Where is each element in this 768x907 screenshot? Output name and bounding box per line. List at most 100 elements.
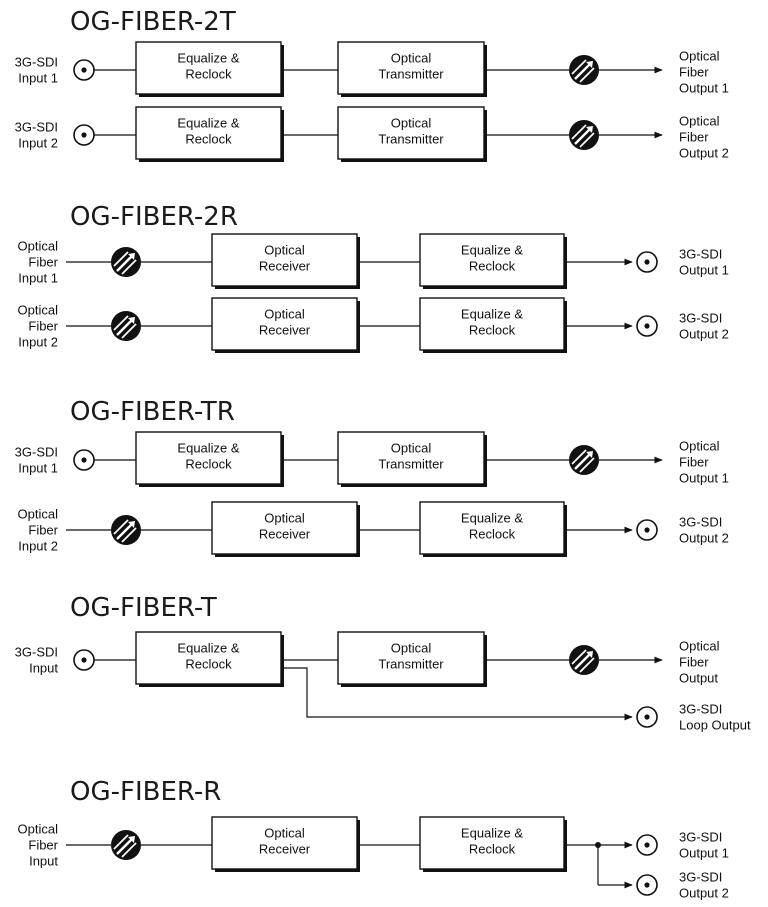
box-optical-transmitter-label-line: Transmitter [378, 457, 444, 472]
output-label-line: Output 1 [679, 471, 729, 486]
input-label-line: 3G-SDI [15, 120, 58, 135]
section-title: OG-FIBER-2T [70, 7, 236, 37]
box-optical-transmitter-label-line: Transmitter [378, 657, 444, 672]
input-label-line: Input [29, 854, 58, 869]
output-label-line: 3G-SDI [679, 311, 722, 326]
box-equalize-reclock-label-line: Equalize & [177, 441, 239, 456]
output-label-line: Output 2 [679, 146, 729, 161]
bnc-output-icon [636, 834, 658, 856]
box-optical-receiver-label-line: Receiver [259, 323, 311, 338]
box-equalize-reclock-label-line: Equalize & [177, 51, 239, 66]
input-label-line: Input 1 [18, 461, 58, 476]
bnc-output-icon [636, 251, 658, 273]
box-optical-receiver-rect [211, 816, 358, 870]
fiber-output-icon [567, 443, 601, 477]
input-label-line: Input 1 [18, 71, 58, 86]
section-title: OG-FIBER-R [70, 777, 221, 807]
fiber-input-icon [109, 309, 143, 343]
box-optical-transmitter-rect [337, 431, 485, 485]
box-equalize-reclock-label-line: Equalize & [461, 307, 523, 322]
input-label-line: Input [29, 661, 58, 676]
box-optical-transmitter-label-line: Transmitter [378, 67, 444, 82]
output-label-line: Output [679, 671, 718, 686]
input-label-line: Fiber [28, 319, 58, 334]
bnc-loop-output-icon [636, 706, 658, 728]
fiber-input-icon [109, 245, 143, 279]
output-label-line: Output 1 [679, 263, 729, 278]
bnc-output-icon [636, 874, 658, 896]
box-optical-receiver-rect [211, 233, 358, 287]
input-label-line: Input 2 [18, 136, 58, 151]
box-equalize-reclock-label-line: Equalize & [177, 641, 239, 656]
input-label-line: Input 1 [18, 271, 58, 286]
input-label-line: Optical [18, 303, 59, 318]
section-title: OG-FIBER-T [70, 593, 217, 623]
box-equalize-reclock: Equalize &Reclock [135, 41, 284, 97]
box-equalize-reclock-label-line: Reclock [469, 842, 516, 857]
box-optical-transmitter-label-line: Optical [391, 441, 432, 456]
box-equalize-reclock-label-line: Equalize & [461, 511, 523, 526]
box-optical-transmitter-label-line: Optical [391, 51, 432, 66]
box-equalize-reclock-rect [419, 816, 565, 870]
input-label-line: Optical [18, 507, 59, 522]
output-label-line: Output 2 [679, 531, 729, 546]
output-label-line: Output 1 [679, 81, 729, 96]
bnc-input-icon [73, 449, 95, 471]
output-label-line: Optical [679, 639, 720, 654]
box-optical-receiver-label-line: Receiver [259, 259, 311, 274]
bnc-input-icon [73, 649, 95, 671]
output-label-line: 3G-SDI [679, 247, 722, 262]
input-label-line: Fiber [28, 838, 58, 853]
output-label-line: Output 2 [679, 886, 729, 901]
box-optical-receiver-label-line: Optical [264, 511, 305, 526]
box-equalize-reclock-label-line: Reclock [185, 457, 232, 472]
section-title: OG-FIBER-TR [70, 397, 235, 427]
box-equalize-reclock-label-line: Equalize & [461, 826, 523, 841]
input-label-line: Fiber [28, 523, 58, 538]
box-equalize-reclock-rect [135, 431, 282, 485]
fiber-output-icon [567, 643, 601, 677]
box-optical-receiver-label-line: Receiver [259, 842, 311, 857]
fiber-output-icon [567, 53, 601, 87]
output-label-line: Optical [679, 439, 720, 454]
box-optical-receiver-rect [211, 297, 358, 351]
input-label-line: Input 2 [18, 335, 58, 350]
box-optical-transmitter-label-line: Optical [391, 116, 432, 131]
input-label-line: 3G-SDI [15, 55, 58, 70]
box-equalize-reclock: Equalize &Reclock [419, 297, 567, 353]
loop-output-label-line: Loop Output [679, 718, 751, 733]
output-label-line: Optical [679, 114, 720, 129]
input-label-line: 3G-SDI [15, 645, 58, 660]
fiber-input-icon [109, 513, 143, 547]
output-label-line: 3G-SDI [679, 515, 722, 530]
box-optical-transmitter-rect [337, 631, 485, 685]
box-equalize-reclock-rect [135, 631, 282, 685]
box-optical-receiver-label-line: Optical [264, 243, 305, 258]
loop-output-label-line: 3G-SDI [679, 702, 722, 717]
input-label-line: 3G-SDI [15, 445, 58, 460]
box-equalize-reclock-label-line: Reclock [469, 259, 516, 274]
bnc-input-icon [73, 59, 95, 81]
box-equalize-reclock-label-line: Equalize & [177, 116, 239, 131]
output-label-line: Output 2 [679, 327, 729, 342]
bnc-input-icon [73, 124, 95, 146]
box-equalize-reclock-rect [419, 297, 565, 351]
input-label-line: Optical [18, 239, 59, 254]
output-label-line: 3G-SDI [679, 830, 722, 845]
fiber-output-icon [567, 118, 601, 152]
box-equalize-reclock-label-line: Reclock [469, 527, 516, 542]
box-equalize-reclock-label-line: Reclock [185, 132, 232, 147]
box-optical-transmitter-label-line: Optical [391, 641, 432, 656]
box-equalize-reclock-label-line: Equalize & [461, 243, 523, 258]
bnc-output-icon [636, 315, 658, 337]
box-optical-receiver-label-line: Optical [264, 826, 305, 841]
box-equalize-reclock-label-line: Reclock [185, 657, 232, 672]
output-label-line: 3G-SDI [679, 870, 722, 885]
